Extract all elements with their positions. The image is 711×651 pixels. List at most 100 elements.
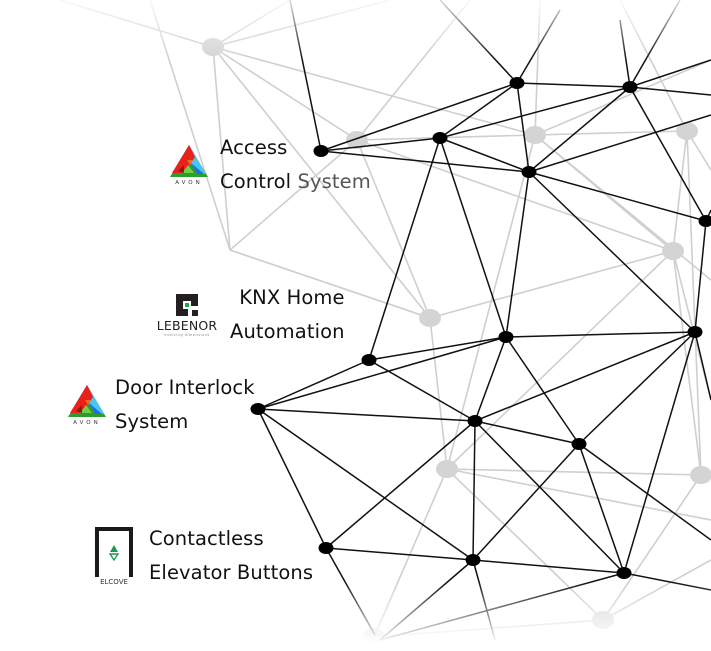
faint-edge	[59, 0, 214, 48]
faint-edge	[672, 250, 702, 476]
mesh-edge	[694, 220, 707, 333]
mesh-edge	[368, 137, 441, 361]
faint-node	[346, 131, 368, 149]
faint-edge	[446, 468, 711, 521]
mesh-edge	[320, 137, 441, 152]
mesh-edge	[257, 359, 370, 410]
faint-edge	[356, 139, 674, 252]
mesh-edge	[629, 86, 707, 222]
faint-edge	[534, 0, 541, 136]
mesh-edge	[368, 359, 476, 422]
mesh-edge	[325, 547, 474, 561]
mesh-edge	[528, 171, 696, 333]
faint-edge	[672, 130, 688, 252]
mesh-edge	[439, 86, 631, 139]
mesh-edge	[368, 336, 507, 361]
faint-node	[662, 242, 684, 260]
faint-edge	[356, 139, 431, 319]
mesh-edge	[629, 86, 711, 96]
faint-edge	[446, 250, 674, 470]
mesh-edge	[528, 171, 707, 222]
mesh-edge	[474, 336, 507, 422]
mesh-node	[250, 403, 266, 415]
mesh-edge	[257, 336, 507, 410]
lebenor-logo: LEBENOR evolving dimensions	[153, 293, 221, 337]
faint-edge	[619, 0, 688, 132]
elcove-door-logo-icon	[95, 526, 133, 577]
faint-edge	[212, 46, 431, 319]
mesh-edge	[439, 82, 518, 139]
mesh-edge	[578, 443, 625, 574]
mesh-edge	[439, 0, 518, 84]
feature-title-line1: Door Interlock	[115, 376, 255, 399]
mesh-edge	[694, 331, 711, 401]
lebenor-wordmark: LEBENOR	[156, 317, 218, 333]
mesh-edge	[439, 137, 530, 173]
mesh-edge	[472, 559, 625, 574]
faint-node	[524, 126, 546, 144]
faint-edge	[149, 0, 231, 251]
mesh-edge	[629, 59, 711, 88]
mesh-edge	[505, 336, 580, 445]
elcove-logo: ELCOVE	[94, 526, 134, 586]
faint-edge	[446, 468, 604, 621]
mesh-node	[313, 145, 329, 157]
feature-title-line1: Access	[220, 136, 288, 159]
mesh-node	[465, 554, 481, 566]
mesh-edge	[528, 86, 631, 173]
mesh-edge	[472, 420, 476, 561]
avon-triangle-logo-icon	[68, 384, 106, 417]
feature-title-line2: Control	[220, 170, 292, 193]
lebenor-square-logo-icon	[176, 293, 198, 316]
feature-access-control: AVON Access Control System	[168, 131, 371, 199]
faint-node	[419, 309, 441, 327]
avon-logo-caption: AVON	[175, 179, 203, 186]
faint-node	[592, 611, 614, 629]
avon-logo: AVON	[66, 384, 108, 426]
elcove-wordmark: ELCOVE	[100, 577, 128, 586]
faint-edge	[212, 0, 391, 48]
avon-logo: AVON	[168, 144, 210, 186]
mesh-node	[467, 415, 483, 427]
faint-edge	[429, 317, 448, 470]
mesh-node	[521, 166, 537, 178]
mesh-edge	[619, 19, 631, 88]
mesh-edge	[623, 331, 696, 574]
avon-triangle-logo-icon	[170, 144, 208, 177]
mesh-edge	[257, 408, 476, 422]
mesh-edge	[320, 150, 530, 173]
faint-node	[690, 466, 711, 484]
mesh-edge	[474, 420, 625, 574]
faint-edge	[229, 249, 431, 319]
mesh-edge	[516, 82, 631, 88]
faint-edge	[212, 46, 231, 251]
faint-edge	[534, 59, 711, 136]
lebenor-tagline: evolving dimensions	[164, 332, 210, 337]
mesh-edge	[320, 82, 518, 152]
feature-title-line2: Elevator Buttons	[149, 561, 314, 584]
mesh-edge	[578, 443, 711, 541]
feature-knx-home-automation: LEBENOR evolving dimensions KNX Home Aut…	[153, 281, 345, 349]
faint-node	[363, 628, 385, 646]
mesh-edge	[623, 572, 711, 591]
mesh-edge	[379, 572, 625, 641]
mesh-node	[616, 567, 632, 579]
mesh-node	[318, 542, 334, 554]
faint-node	[436, 460, 458, 478]
mesh-edge	[325, 547, 376, 636]
faint-edge	[446, 134, 536, 470]
mesh-edge	[325, 420, 476, 549]
faint-edge	[212, 46, 536, 136]
feature-title-line2: System	[115, 410, 189, 433]
faint-edge	[212, 46, 358, 141]
mesh-node	[509, 77, 525, 89]
feature-title-line2-muted: System	[297, 170, 371, 193]
mesh-node	[622, 81, 638, 93]
avon-logo-caption: AVON	[73, 419, 101, 426]
mesh-edge	[472, 443, 580, 561]
mesh-edge	[578, 331, 696, 445]
mesh-edge	[629, 0, 681, 88]
feature-door-interlock: AVON Door Interlock System	[66, 371, 255, 439]
mesh-node	[687, 326, 703, 338]
